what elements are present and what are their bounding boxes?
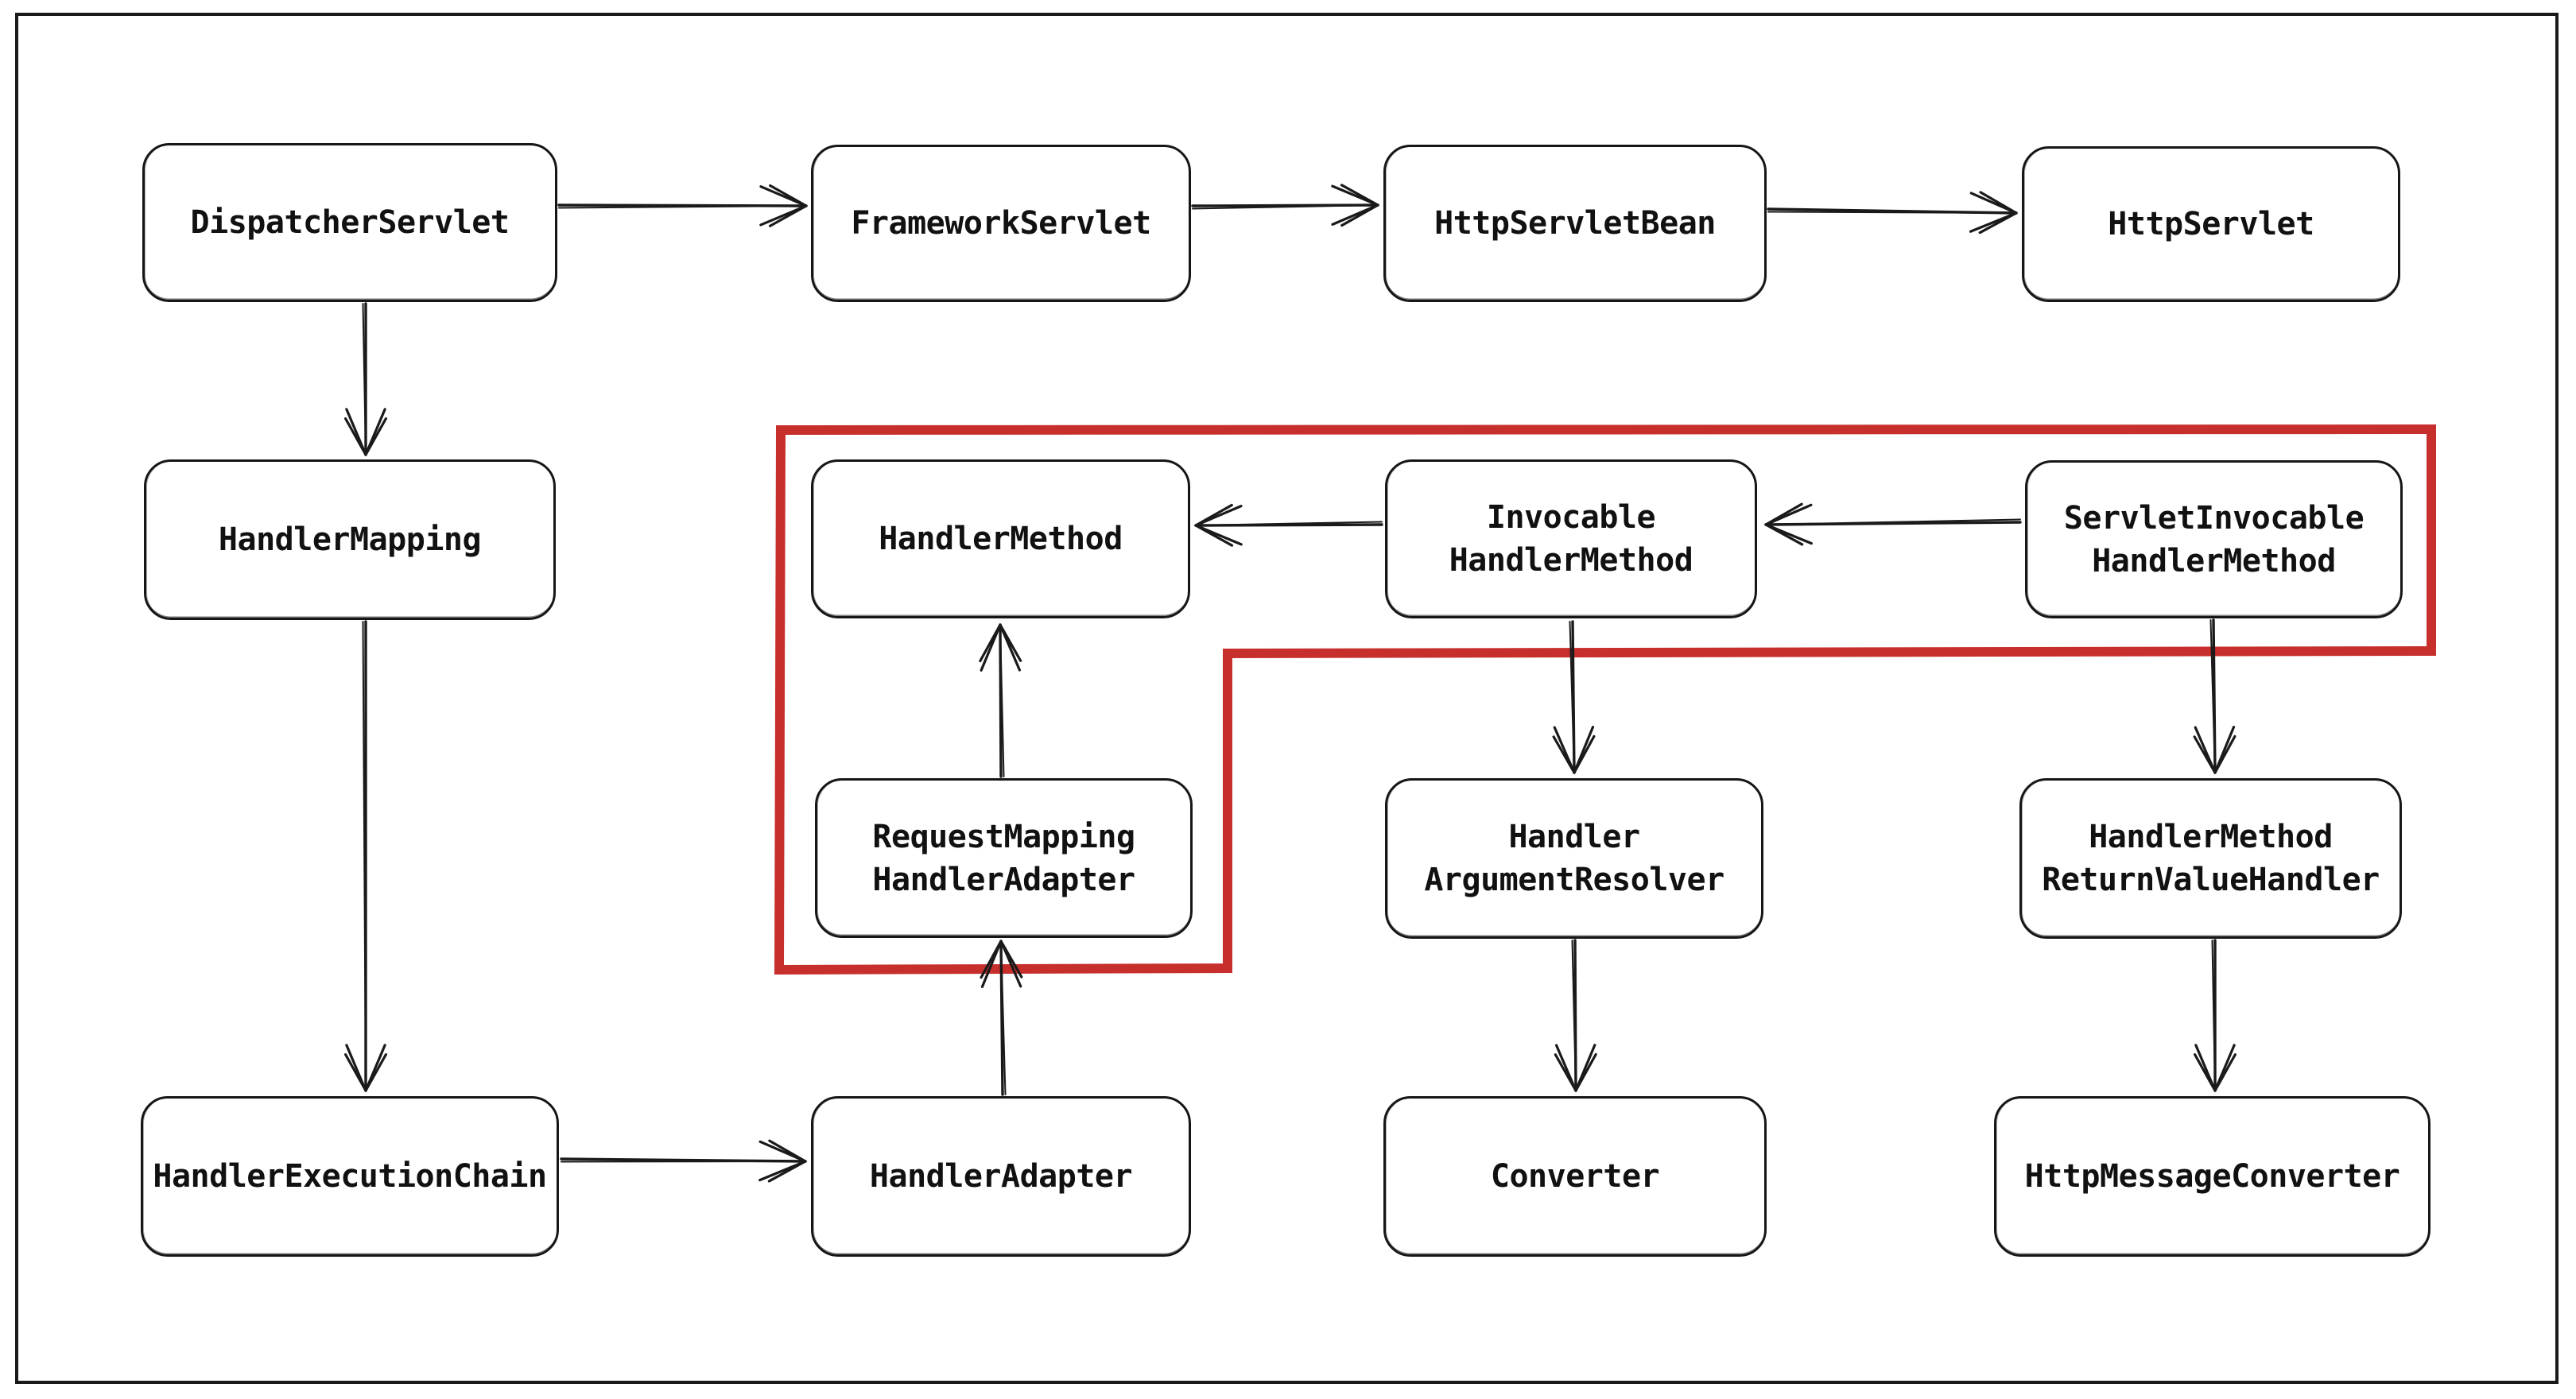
node-handler-method: HandlerMethod bbox=[811, 459, 1190, 618]
arrow-handler-adapter-to-request-mapping-handler-adapter bbox=[980, 940, 1023, 1096]
node-label: Handler ArgumentResolver bbox=[1424, 819, 1724, 898]
arrow-handler-argument-resolver-to-converter bbox=[1554, 939, 1597, 1092]
node-handler-method-return-value-handler: HandlerMethod ReturnValueHandler bbox=[2019, 778, 2402, 939]
arrow-dispatcher-servlet-to-handler-mapping bbox=[344, 302, 387, 456]
node-label: Invocable HandlerMethod bbox=[1449, 499, 1693, 579]
arrow-handler-method-return-value-handler-to-http-message-converter bbox=[2194, 939, 2237, 1092]
node-label: HttpServletBean bbox=[1434, 205, 1716, 242]
arrow-handler-mapping-to-handler-execution-chain bbox=[344, 620, 387, 1092]
node-handler-execution-chain: HandlerExecutionChain bbox=[141, 1096, 559, 1257]
arrow-invocable-handler-method-to-handler-method bbox=[1194, 503, 1383, 547]
arrow-servlet-invocable-handler-method-to-handler-method-return-value-handler bbox=[2193, 618, 2237, 774]
node-label: DispatcherServlet bbox=[190, 204, 510, 241]
node-dispatcher-servlet: DispatcherServlet bbox=[142, 143, 557, 302]
arrow-invocable-handler-method-to-handler-argument-resolver bbox=[1552, 620, 1596, 774]
highlight-outline bbox=[774, 424, 2436, 975]
node-servlet-invocable-handler-method: ServletInvocable HandlerMethod bbox=[2025, 460, 2403, 618]
node-label: HttpServlet bbox=[2108, 206, 2314, 242]
node-label: HandlerMethod bbox=[879, 521, 1123, 557]
arrow-request-mapping-handler-adapter-to-handler-method bbox=[979, 623, 1022, 778]
arrow-http-servlet-bean-to-http-servlet bbox=[1767, 191, 2018, 234]
arrow-handler-execution-chain-to-handler-adapter bbox=[560, 1139, 807, 1183]
node-label: HandlerAdapter bbox=[869, 1158, 1133, 1195]
arrow-framework-servlet-to-http-servlet-bean bbox=[1191, 184, 1379, 227]
node-handler-adapter: HandlerAdapter bbox=[811, 1096, 1191, 1257]
node-request-mapping-handler-adapter: RequestMapping HandlerAdapter bbox=[815, 778, 1193, 938]
node-http-message-converter: HttpMessageConverter bbox=[1994, 1096, 2431, 1257]
node-label: HandlerExecutionChain bbox=[153, 1158, 547, 1195]
arrow-dispatcher-servlet-to-framework-servlet bbox=[557, 184, 808, 227]
arrow-servlet-invocable-handler-method-to-invocable-handler-method bbox=[1764, 502, 2022, 546]
node-label: HandlerMethod ReturnValueHandler bbox=[2042, 819, 2380, 898]
node-label: FrameworkServlet bbox=[851, 205, 1151, 242]
node-http-servlet: HttpServlet bbox=[2022, 146, 2400, 302]
node-http-servlet-bean: HttpServletBean bbox=[1383, 145, 1767, 302]
node-handler-mapping: HandlerMapping bbox=[144, 459, 556, 620]
node-label: Converter bbox=[1490, 1158, 1660, 1195]
node-label: HandlerMapping bbox=[218, 521, 482, 558]
node-invocable-handler-method: Invocable HandlerMethod bbox=[1385, 459, 1757, 618]
outer-border bbox=[15, 13, 2559, 1384]
node-converter: Converter bbox=[1383, 1096, 1767, 1257]
node-handler-argument-resolver: Handler ArgumentResolver bbox=[1385, 778, 1763, 939]
node-label: ServletInvocable HandlerMethod bbox=[2063, 499, 2365, 579]
node-framework-servlet: FrameworkServlet bbox=[811, 145, 1191, 302]
node-label: RequestMapping HandlerAdapter bbox=[872, 818, 1135, 898]
arrows-layer bbox=[344, 184, 2237, 1183]
node-label: HttpMessageConverter bbox=[2024, 1158, 2400, 1195]
